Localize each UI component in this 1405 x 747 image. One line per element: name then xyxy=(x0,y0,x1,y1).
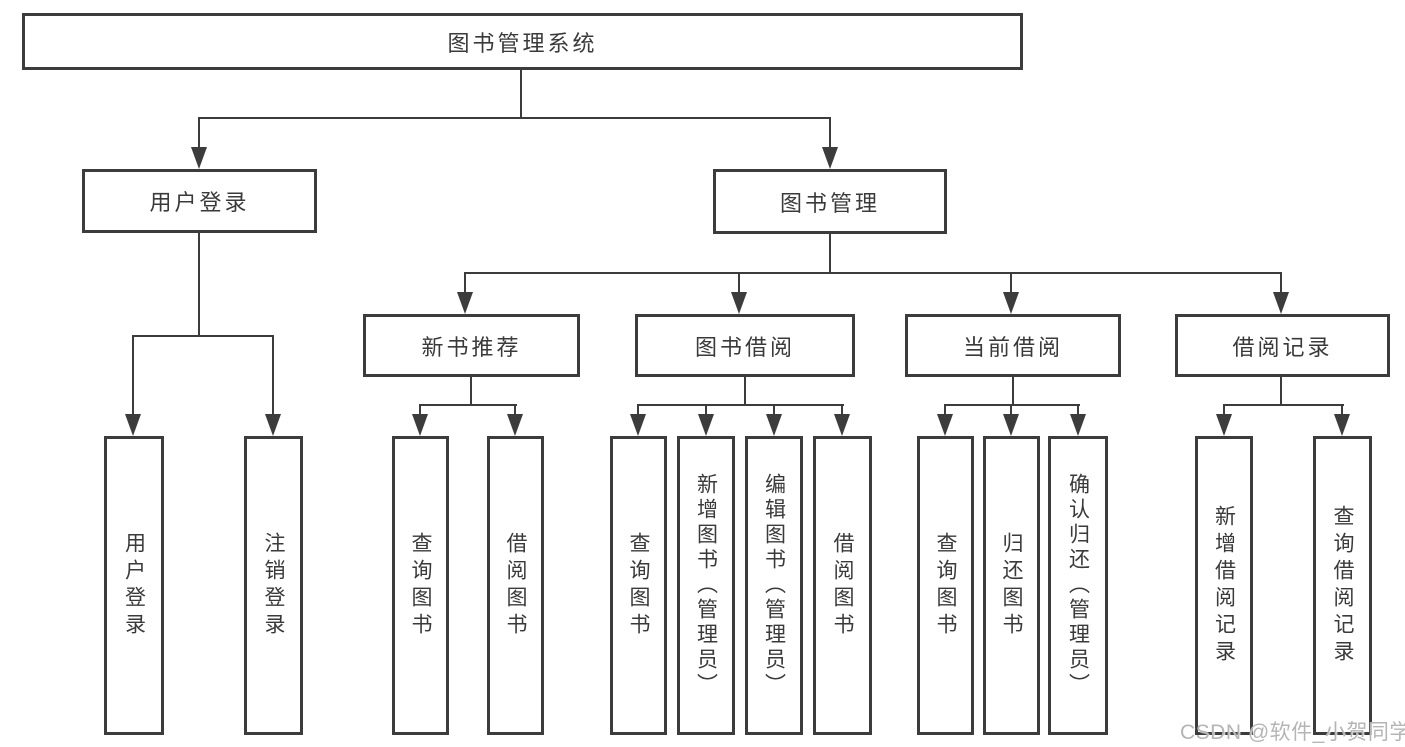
arrow-down-icon xyxy=(1216,414,1232,436)
connector-current-stem xyxy=(1012,377,1014,406)
connector-root-rail xyxy=(198,117,831,119)
arrow-down-icon xyxy=(1003,292,1019,314)
connector-user-login-stem xyxy=(198,233,200,337)
connector-to-return-books xyxy=(1010,404,1012,418)
connector-book-mgmt-rail xyxy=(464,272,1282,274)
arrow-down-icon xyxy=(507,414,523,436)
arrow-down-icon xyxy=(937,414,953,436)
connector-recommend-stem xyxy=(470,377,472,406)
connector-root-stem xyxy=(520,69,522,119)
arrow-down-icon xyxy=(1334,414,1350,436)
node-query-books-under-recommend: 查询图书 xyxy=(392,436,449,735)
connector-borrowing-stem xyxy=(744,377,746,406)
connector-to-rec-query-books xyxy=(419,404,421,418)
connector-to-add-books xyxy=(705,404,707,418)
connector-to-book-management xyxy=(829,117,831,149)
arrow-down-icon xyxy=(457,292,473,314)
node-library-management-system: 图书管理系统 xyxy=(22,13,1023,70)
connector-to-user-login-action xyxy=(132,335,134,417)
node-borrowing-records: 借阅记录 xyxy=(1175,314,1390,377)
arrow-down-icon xyxy=(1003,414,1019,436)
arrow-down-icon xyxy=(125,414,141,436)
node-book-borrowing: 图书借阅 xyxy=(635,314,855,377)
connector-to-query-borrow-record xyxy=(1341,404,1343,418)
node-borrow-books-under-recommend: 借阅图书 xyxy=(487,436,544,735)
connector-to-logout xyxy=(272,335,274,417)
connector-to-cur-query-books xyxy=(944,404,946,418)
connector-to-rec-borrow-books xyxy=(514,404,516,418)
arrow-down-icon xyxy=(822,147,838,169)
arrow-down-icon xyxy=(1273,292,1289,314)
node-add-books-admin: 新增图书（管理员） xyxy=(677,436,735,735)
connector-to-bor-query-books xyxy=(637,404,639,418)
arrow-down-icon xyxy=(731,292,747,314)
node-query-books-under-current: 查询图书 xyxy=(917,436,974,735)
node-add-borrow-record: 新增借阅记录 xyxy=(1195,436,1253,735)
connector-user-login-rail xyxy=(132,335,274,337)
node-return-books: 归还图书 xyxy=(983,436,1040,735)
watermark: CSDN @软件_小贺同学 xyxy=(1180,721,1405,744)
node-confirm-return-admin: 确认归还（管理员） xyxy=(1048,436,1108,735)
node-user-login-action: 用户登录 xyxy=(104,436,164,735)
arrow-down-icon xyxy=(191,147,207,169)
arrow-down-icon xyxy=(698,414,714,436)
arrow-down-icon xyxy=(265,414,281,436)
connector-records-stem xyxy=(1280,377,1282,406)
node-query-borrow-record: 查询借阅记录 xyxy=(1313,436,1372,735)
connector-to-bor-borrow-books xyxy=(841,404,843,418)
connector-to-add-borrow-record xyxy=(1223,404,1225,418)
arrow-down-icon xyxy=(412,414,428,436)
node-user-login: 用户登录 xyxy=(82,169,317,233)
node-logout: 注销登录 xyxy=(244,436,303,735)
connector-book-mgmt-stem xyxy=(829,234,831,274)
node-book-management: 图书管理 xyxy=(713,169,947,234)
connector-records-rail xyxy=(1223,404,1344,406)
arrow-down-icon xyxy=(630,414,646,436)
connector-to-book-borrowing xyxy=(738,272,740,294)
node-edit-books-admin: 编辑图书（管理员） xyxy=(745,436,803,735)
connector-to-user-login xyxy=(198,117,200,149)
connector-to-edit-books xyxy=(773,404,775,418)
node-borrow-books-under-borrowing: 借阅图书 xyxy=(813,436,872,735)
arrow-down-icon xyxy=(834,414,850,436)
connector-current-rail xyxy=(944,404,1080,406)
connector-to-current-borrowing xyxy=(1010,272,1012,294)
connector-to-borrowing-records xyxy=(1280,272,1282,294)
arrow-down-icon xyxy=(1070,414,1086,436)
connector-recommend-rail xyxy=(419,404,517,406)
node-current-borrowing: 当前借阅 xyxy=(905,314,1121,377)
node-query-books-under-borrowing: 查询图书 xyxy=(610,436,667,735)
arrow-down-icon xyxy=(766,414,782,436)
connector-to-confirm-return xyxy=(1077,404,1079,418)
connector-borrowing-rail xyxy=(637,404,844,406)
node-new-book-recommend: 新书推荐 xyxy=(363,314,580,377)
connector-to-new-book-recommend xyxy=(464,272,466,294)
